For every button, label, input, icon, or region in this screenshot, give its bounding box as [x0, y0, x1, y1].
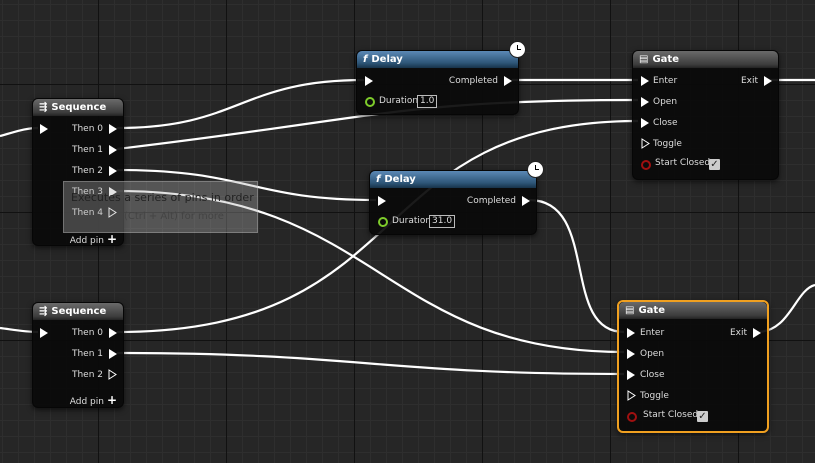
- gate-2-open-pin[interactable]: [627, 349, 635, 359]
- tooltip-description: Executes a series of pins in order: [71, 191, 254, 204]
- sequence-1-then1-label: Then 1: [71, 145, 103, 155]
- delay-1-duration-input[interactable]: 1.0: [417, 95, 438, 108]
- gate-1-start-closed-pin[interactable]: [641, 160, 651, 170]
- sequence-tooltip: Executes a series of pins in order (Ctrl…: [63, 181, 258, 233]
- sequence-2-add-pin-button[interactable]: Add pin+: [69, 393, 117, 407]
- delay-1-duration-label: Duration: [379, 96, 419, 106]
- gate-2-enter-label: Enter: [640, 328, 665, 338]
- sequence-node-2-header[interactable]: ⇶Sequence: [33, 303, 123, 320]
- gate-1-start-closed-label: Start Closed: [655, 158, 711, 168]
- function-icon: f: [376, 174, 381, 185]
- sequence-2-exec-in-pin[interactable]: [40, 328, 48, 338]
- gate-1-start-closed-checkbox[interactable]: ✓: [709, 159, 720, 170]
- delay-1-exec-in-pin[interactable]: [365, 76, 373, 86]
- sequence-node-2[interactable]: ⇶Sequence Then 0 Then 1 Then 2 Add pin+: [32, 302, 124, 408]
- gate-2-exit-pin[interactable]: [753, 328, 761, 338]
- gate-icon: ▤: [625, 305, 635, 316]
- gate-1-close-label: Close: [653, 118, 678, 128]
- delay-1-duration-pin[interactable]: [365, 97, 375, 107]
- gate-1-exit-pin[interactable]: [764, 76, 772, 86]
- sequence-1-then4-pin[interactable]: [108, 207, 117, 218]
- wire-seq2-then1-gate2-close: [116, 351, 625, 376]
- sequence-2-then0-pin[interactable]: [109, 328, 117, 338]
- gate-2-start-closed-checkbox[interactable]: ✓: [697, 411, 708, 422]
- delay-2-completed-label: Completed: [466, 196, 516, 206]
- gate-2-toggle-label: Toggle: [640, 391, 669, 401]
- gate-node-2[interactable]: ▤Gate Enter Exit Open Close Toggle Start…: [617, 300, 769, 433]
- sequence-node-1[interactable]: ⇶Sequence Then 0 Then 1 Then 2 Then 3 Th…: [32, 98, 124, 246]
- gate-icon: ▤: [639, 54, 649, 65]
- sequence-1-then3-pin[interactable]: [109, 187, 117, 197]
- sequence-1-add-pin-button[interactable]: Add pin+: [69, 232, 117, 246]
- delay-2-duration-pin[interactable]: [378, 217, 388, 227]
- sequence-2-then1-label: Then 1: [71, 349, 103, 359]
- sequence-1-then0-label: Then 0: [71, 124, 103, 134]
- delay-2-duration-input[interactable]: 31.0: [429, 215, 456, 228]
- gate-node-1-header[interactable]: ▤Gate: [633, 51, 778, 68]
- sequence-1-exec-in-pin[interactable]: [40, 124, 48, 134]
- delay-1-clock-icon: [509, 41, 526, 58]
- sequence-2-then2-pin[interactable]: [108, 369, 117, 380]
- delay-2-completed-pin[interactable]: [522, 196, 530, 206]
- sequence-1-then4-label: Then 4: [71, 208, 103, 218]
- sequence-1-then2-label: Then 2: [71, 166, 103, 176]
- sequence-2-then0-label: Then 0: [71, 328, 103, 338]
- sequence-icon: ⇶: [39, 306, 48, 317]
- gate-node-2-header[interactable]: ▤Gate: [619, 302, 767, 319]
- function-icon: f: [363, 54, 368, 65]
- sequence-node-1-header[interactable]: ⇶Sequence: [33, 99, 123, 116]
- plus-icon: +: [106, 232, 117, 246]
- sequence-icon: ⇶: [39, 102, 48, 113]
- sequence-1-then2-pin[interactable]: [109, 166, 117, 176]
- delay-2-exec-in-pin[interactable]: [378, 196, 386, 206]
- gate-2-close-label: Close: [640, 370, 665, 380]
- gate-1-enter-label: Enter: [653, 76, 678, 86]
- tooltip-hint: (Ctrl + Alt) for more: [124, 211, 224, 222]
- sequence-1-then1-pin[interactable]: [109, 145, 117, 155]
- gate-2-exit-label: Exit: [729, 328, 747, 338]
- gate-1-open-label: Open: [653, 97, 678, 107]
- sequence-2-then2-label: Then 2: [71, 370, 103, 380]
- gate-2-enter-pin[interactable]: [627, 328, 635, 338]
- delay-2-clock-icon: [527, 161, 544, 178]
- gate-1-close-pin[interactable]: [641, 118, 649, 128]
- wire-delay2-gate2-enter: [528, 198, 625, 334]
- gate-2-close-pin[interactable]: [627, 370, 635, 380]
- gate-1-toggle-label: Toggle: [653, 139, 682, 149]
- delay-1-completed-pin[interactable]: [504, 76, 512, 86]
- gate-1-exit-label: Exit: [740, 76, 758, 86]
- gate-1-enter-pin[interactable]: [641, 76, 649, 86]
- gate-2-toggle-pin[interactable]: [627, 390, 636, 401]
- gate-1-open-pin[interactable]: [641, 97, 649, 107]
- gate-2-start-closed-pin[interactable]: [627, 412, 637, 422]
- gate-node-1[interactable]: ▤Gate Enter Exit Open Close Toggle Start…: [632, 50, 779, 180]
- sequence-2-then1-pin[interactable]: [109, 349, 117, 359]
- gate-1-toggle-pin[interactable]: [641, 138, 650, 149]
- gate-2-open-label: Open: [640, 349, 665, 359]
- gate-2-start-closed-label: Start Closed: [643, 410, 699, 420]
- sequence-1-then0-pin[interactable]: [109, 124, 117, 134]
- wire-seq1-then0-delay1: [116, 78, 365, 130]
- plus-icon: +: [106, 393, 117, 407]
- delay-1-completed-label: Completed: [448, 76, 498, 86]
- delay-2-duration-label: Duration: [392, 216, 432, 226]
- sequence-1-then3-label: Then 3: [71, 187, 103, 197]
